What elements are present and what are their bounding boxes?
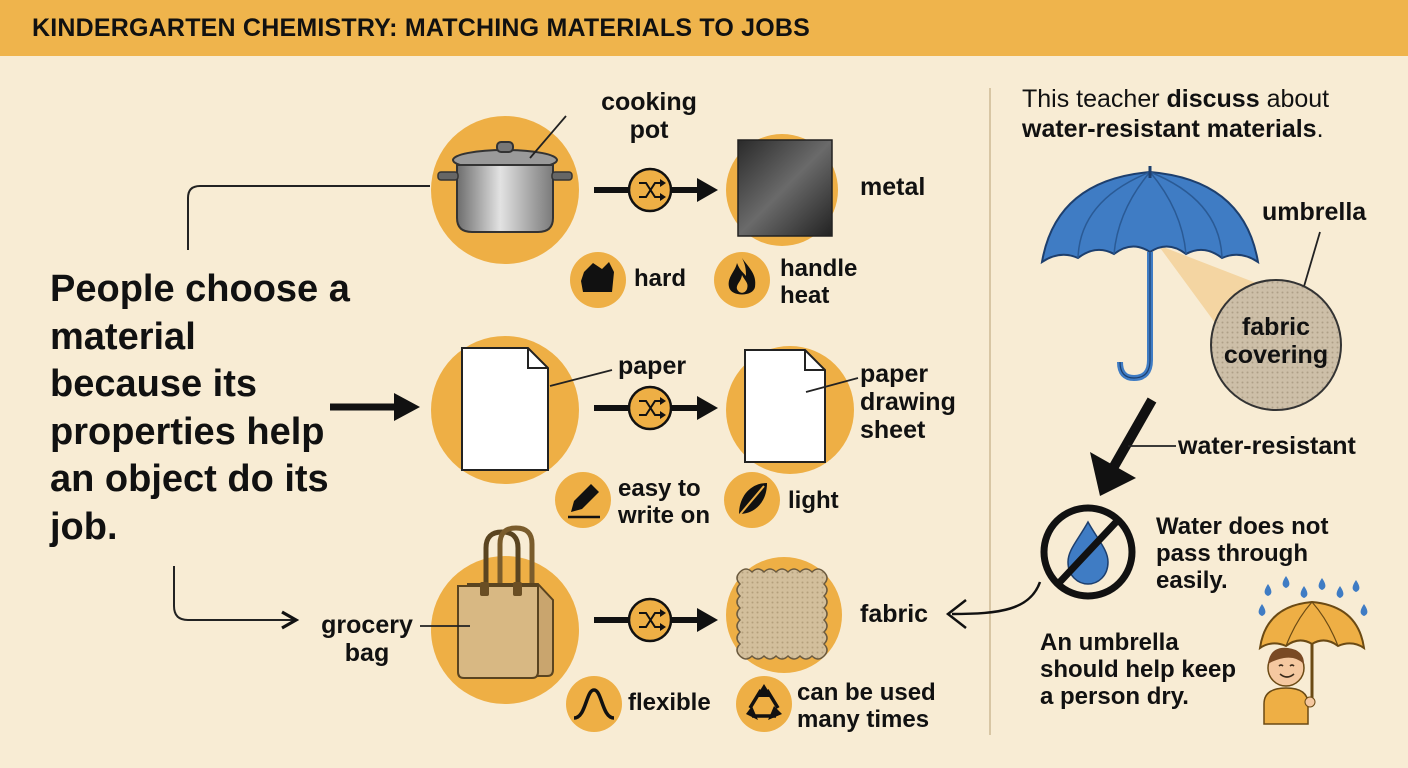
main-statement: People choose a material because its pro… bbox=[50, 268, 350, 548]
connector-to-bag bbox=[173, 566, 300, 630]
pencil-icon bbox=[568, 484, 600, 519]
metal-sheet-icon bbox=[737, 139, 833, 237]
intro-suffix: . bbox=[1316, 115, 1324, 143]
result-line3: easily. bbox=[1156, 566, 1228, 594]
label-covering-word: covering bbox=[1223, 341, 1329, 369]
pointer-drawing-sheet bbox=[805, 377, 859, 393]
header-banner: KINDERGARTEN CHEMISTRY: MATCHING MATERIA… bbox=[0, 0, 1408, 56]
property-circle-heat bbox=[714, 252, 770, 308]
label-sheet-word: sheet bbox=[860, 416, 926, 444]
conclusion-line3: a person dry. bbox=[1040, 682, 1189, 710]
label-can-be-used: can be used bbox=[797, 679, 936, 706]
label-reusable: can be used many times bbox=[797, 679, 936, 734]
fabric-covering-circle bbox=[1210, 279, 1342, 411]
paper-fold bbox=[527, 348, 548, 369]
label-drawing-word: drawing bbox=[860, 388, 956, 416]
label-many-times: many times bbox=[797, 705, 930, 733]
label-fabric-word: fabric bbox=[1241, 313, 1311, 341]
result-line2: pass through bbox=[1156, 539, 1309, 567]
label-water-resistant: water-resistant bbox=[1178, 432, 1356, 460]
label-umbrella: umbrella bbox=[1262, 198, 1367, 226]
conclusion-line2: should help keep bbox=[1040, 655, 1237, 683]
umbrella-icon bbox=[1040, 166, 1260, 382]
label-flexible: flexible bbox=[628, 689, 711, 716]
intro-bold-discuss: discuss bbox=[1166, 85, 1260, 113]
child-with-umbrella-icon bbox=[1258, 576, 1368, 725]
label-handle-heat: handle heat bbox=[780, 255, 858, 310]
label-write-on: write on bbox=[618, 501, 711, 529]
label-bag: bag bbox=[344, 639, 390, 667]
pointer-paper bbox=[549, 369, 613, 387]
page-title: KINDERGARTEN CHEMISTRY: MATCHING MATERIA… bbox=[32, 14, 811, 42]
label-fabric: fabric bbox=[860, 600, 929, 628]
label-paper-drawing-sheet: paper drawing sheet bbox=[860, 360, 956, 444]
pointer-pot bbox=[529, 115, 567, 159]
tote-bag-icon bbox=[457, 525, 554, 679]
flame-icon bbox=[728, 258, 756, 295]
label-grocery: grocery bbox=[321, 611, 413, 639]
right-intro: This teacher discuss about water-resista… bbox=[1022, 84, 1392, 144]
connector-to-pot bbox=[187, 185, 430, 250]
label-hard: hard bbox=[634, 265, 687, 292]
no-water-icon bbox=[1040, 504, 1136, 600]
label-metal: metal bbox=[860, 173, 926, 201]
intro-mid: about bbox=[1259, 85, 1330, 113]
label-paper-word: paper bbox=[860, 360, 929, 388]
feather-icon bbox=[736, 483, 767, 519]
transform-arrow-3 bbox=[594, 597, 718, 643]
label-cooking-pot: cooking pot bbox=[600, 88, 698, 144]
intro-bold-topic: water-resistant materials bbox=[1022, 115, 1317, 143]
label-heat: heat bbox=[780, 281, 830, 309]
bend-curve-icon bbox=[573, 688, 615, 720]
label-paper: paper bbox=[618, 352, 687, 380]
transform-arrow-2 bbox=[594, 385, 718, 431]
label-handle: handle bbox=[780, 255, 858, 282]
drawing-sheet-icon bbox=[744, 349, 826, 463]
arrow-to-fabric bbox=[951, 581, 1042, 616]
label-conclusion: An umbrella should help keep a person dr… bbox=[1040, 629, 1237, 711]
result-line1: Water does not bbox=[1156, 513, 1329, 540]
property-circle-flexible bbox=[566, 676, 622, 732]
property-circle-reuse bbox=[736, 676, 792, 732]
arrow-to-fabric-head bbox=[945, 599, 967, 629]
label-easy-to: easy to bbox=[618, 475, 701, 502]
intro-prefix: This teacher bbox=[1022, 85, 1167, 113]
label-cooking-pot-line2: pot bbox=[629, 116, 669, 144]
label-light: light bbox=[788, 487, 839, 514]
label-water-does-not-pass: Water does not pass through easily. bbox=[1156, 513, 1329, 595]
arrow-to-paper-head bbox=[394, 393, 420, 421]
label-easy-to-write-on: easy to write on bbox=[618, 475, 711, 530]
label-grocery-bag: grocery bag bbox=[320, 611, 414, 667]
label-fabric-covering: fabric covering bbox=[1216, 313, 1336, 369]
cooking-pot-icon bbox=[437, 141, 573, 233]
label-cooking-pot-line1: cooking bbox=[601, 88, 697, 116]
down-arrow bbox=[1090, 397, 1157, 496]
paper-sheet-icon bbox=[461, 347, 549, 471]
hard-rock-icon bbox=[581, 262, 614, 292]
recycle-icon bbox=[746, 684, 782, 720]
transform-arrow-1 bbox=[594, 167, 718, 213]
conclusion-line1: An umbrella bbox=[1040, 629, 1179, 656]
fabric-swatch-icon bbox=[736, 568, 828, 660]
